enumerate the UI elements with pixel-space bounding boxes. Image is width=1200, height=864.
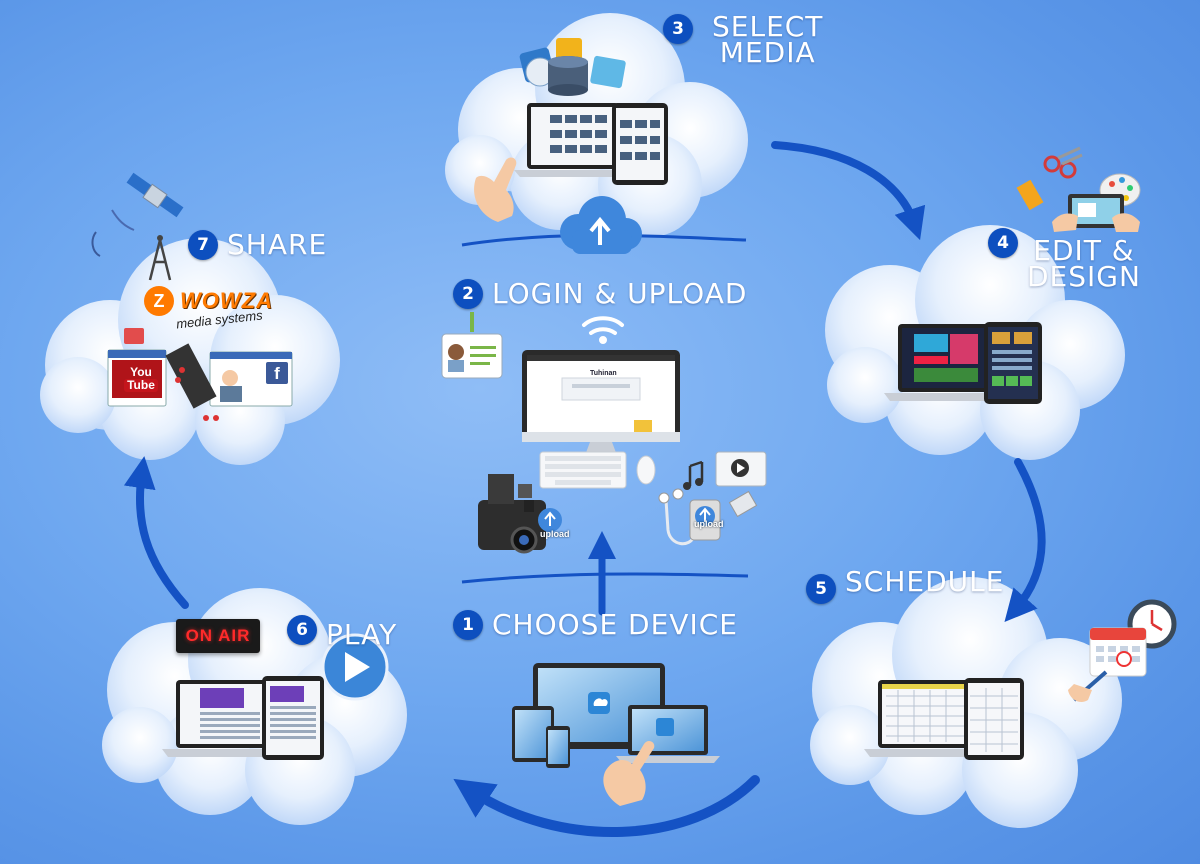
step-7: 7 SHARE: [188, 230, 327, 260]
youtube-you: You: [130, 365, 152, 379]
media-stack-icon: [519, 38, 626, 96]
step-6: 6 PLAY: [287, 612, 398, 651]
calendar-icon: [1068, 627, 1147, 702]
on-air-sign: ON AIR: [176, 619, 260, 653]
pointing-hand-icon: [474, 157, 517, 222]
step-1-number: 1: [453, 610, 483, 640]
id-card-icon: [441, 312, 503, 379]
play-button-icon: [321, 633, 389, 701]
music-note-icon: [683, 460, 704, 490]
cloud-upload-icon: [560, 196, 642, 254]
login-screen-brand: Tuhinan: [590, 370, 617, 377]
on-air-text: ON AIR: [185, 626, 251, 645]
laptop-editor: [884, 322, 1042, 404]
arrow-5-to-1: [453, 775, 760, 838]
laptop-media-library: [514, 103, 668, 185]
step-1-label: CHOOSE DEVICE: [492, 608, 738, 641]
step-5-number: 5: [806, 574, 836, 604]
step-6-number: 6: [287, 615, 317, 645]
camera-icon: [478, 474, 562, 554]
step-3-label-line1: SELECT: [712, 10, 824, 43]
ribbon-login-upload: [461, 572, 749, 584]
wowza-brand: WOWZA: [180, 288, 273, 313]
step-3-number: 3: [663, 14, 693, 44]
laptop-player: [162, 676, 324, 760]
arrow-6-to-7: [123, 456, 189, 609]
step-3: 3 SELECT MEDIA: [663, 10, 824, 69]
step-4-number: 4: [988, 228, 1018, 258]
facebook-logo: f: [266, 362, 288, 384]
arrow-4-to-5: [1004, 458, 1046, 623]
step-2-number: 2: [453, 279, 483, 309]
upload-camera-label: upload: [540, 529, 570, 539]
step-2: 2 LOGIN & UPLOAD: [453, 279, 747, 309]
devices-group: [512, 663, 720, 806]
antenna-icon: [91, 231, 172, 281]
desktop-monitor-login: [522, 350, 680, 458]
step-7-label: SHARE: [227, 228, 328, 261]
step-6-label: PLAY: [326, 618, 398, 651]
wowza-mark-icon: Z: [144, 286, 174, 316]
wowza-logo: Z WOWZA: [144, 286, 273, 316]
step-4-label-line1: EDIT &: [1033, 234, 1135, 267]
step-3-label-line2: MEDIA: [719, 36, 816, 69]
media-player-icon: [715, 451, 767, 518]
step-5: 5 SCHEDULE: [806, 568, 1004, 604]
wifi-icon: [582, 316, 624, 344]
arrow-3-to-4: [771, 141, 926, 241]
upload-phone-label: upload: [694, 519, 724, 529]
step-4-label-line2: DESIGN: [1027, 260, 1141, 293]
youtube-tube: Tube: [124, 379, 158, 392]
step-7-number: 7: [188, 230, 218, 260]
step-4: 4 EDIT & DESIGN: [988, 228, 1141, 293]
mouse-icon: [636, 455, 656, 485]
step-1: 1 CHOOSE DEVICE: [453, 610, 738, 640]
satellite-icon: [111, 172, 184, 231]
step-5-label: SCHEDULE: [845, 565, 1005, 598]
youtube-logo: You Tube: [116, 362, 166, 396]
step-2-label: LOGIN & UPLOAD: [492, 277, 748, 310]
headphones-icon: [658, 488, 721, 546]
design-tablet-icon: [1016, 179, 1140, 232]
scissors-icon: [1043, 146, 1083, 179]
laptop-schedule: [864, 678, 1024, 760]
keyboard-icon: [539, 451, 627, 489]
